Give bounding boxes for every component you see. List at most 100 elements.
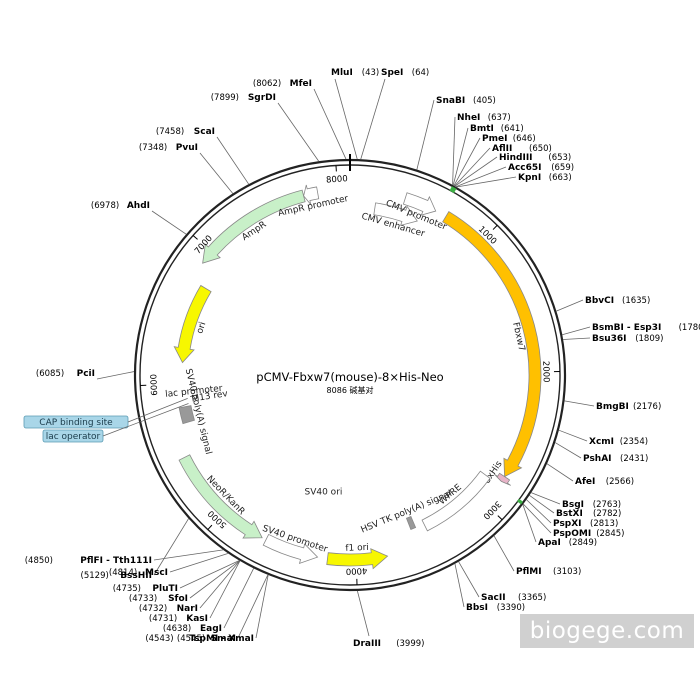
site-name: HindIII [499,153,533,163]
site-name: BbsI [466,603,488,613]
site-position: (2176) [633,402,661,412]
feature-label: ori [195,321,208,335]
site-name: EagI [200,624,222,634]
site-position: (64) [412,68,429,78]
site-leader [454,147,491,187]
restriction-sites: SnaBI(405)NheI(637)BmtI(641)PmeI(646)Afl… [25,68,700,649]
feature-f1-ori: f1 ori [326,543,389,570]
site-position: (4638) [163,624,191,634]
site-spei: SpeI (64) [360,68,429,160]
site-position: (7348) [139,143,167,153]
site-pvui: PvuI (7348) [139,143,234,194]
site-position: (2354) [620,437,648,447]
site-leader [556,299,584,312]
callout-leader [102,403,189,437]
site-sgrdi: SgrDI(7899) [211,93,320,162]
site-leader [199,152,234,194]
site-name: SnaBI [436,96,465,106]
site-aflii: AflII (650) [454,144,552,187]
tick-mark [492,224,498,230]
site-leader [153,549,224,561]
site-position: (3103) [553,567,581,577]
site-draiii: DraIII(3999) [353,590,424,649]
site-position: (8062) [253,79,281,89]
site-name: SpeI [381,68,403,78]
feature-shape [202,189,306,264]
site-acc65i: Acc65I(659) [455,163,574,188]
site-bsgi: BsgI (2763) [530,492,621,510]
site-position: (2763) [593,500,621,510]
site-name: SgrDI [248,93,276,103]
site-position: (1809) [635,334,663,344]
site-leader [564,400,595,407]
site-mlui: MluI(43) [331,68,379,160]
site-name: AhdI [127,201,150,211]
tick-mark [192,235,198,240]
feature-sv40-poly-a-signal: SV40 poly(A) signal [178,368,213,456]
site-leader [189,560,240,599]
site-leader [179,560,240,589]
site-name: BssHII [120,571,152,581]
site-name: PflFI - Tth111I [80,556,152,566]
site-position: (4814) [109,568,137,578]
callouts: CAP binding site lac operator [23,398,189,443]
site-position: (405) [473,96,496,106]
site-position: (650) [529,144,552,154]
site-position: (2431) [620,454,648,464]
site-pshai: PshAI(2431) [554,442,648,464]
site-leader [529,495,555,514]
site-leader [223,568,255,629]
site-afei: AfeI(2566) [546,463,634,487]
site-name: BsgI [562,500,584,510]
site-hindiii: HindIII(653) [454,153,571,187]
site-position: (4733) [129,594,157,604]
feature-shape [326,548,389,570]
site-kasi: KasI(4731) [149,560,241,624]
site-position: (2813) [590,519,618,529]
feature-sv40-promoter: SV40 promoter [261,524,329,564]
site-name: MluI [331,68,353,78]
site-leader [151,210,187,235]
site-bsu36i: Bsu36I(1809) [563,334,663,344]
site-leader [216,136,250,185]
site-name: AflII [492,144,512,154]
site-position: (4735) [113,584,141,594]
site-leader [237,574,269,639]
site-name: NheI [457,113,480,123]
site-name: BbvCI [585,296,614,306]
site-name: NarI [177,604,198,614]
site-name: KasI [186,614,208,624]
callout-label: lac operator [46,432,101,442]
site-name: AfeI [575,477,595,487]
site-leader [454,563,465,608]
tick-label: 6000 [149,374,160,396]
site-name: SacII [481,593,506,603]
site-leader [96,371,135,380]
site-name: PvuI [176,143,198,153]
site-leader [522,503,552,534]
site-name: SfoI [168,594,188,604]
site-name: XcmI [589,437,614,447]
site-nhei: NheI(637) [452,113,511,185]
map-subtitle: 8086 碱基对 [327,385,374,395]
site-leader [522,504,537,543]
callout-cap-binding-site: CAP binding site [23,398,188,429]
site-mfei: MfeI (8062) [253,79,347,160]
site-name: PluTI [152,584,178,594]
site-leader [255,574,269,639]
mcs-segment [449,186,457,194]
site-position: (1635) [622,296,650,306]
site-tspmi-xmai: TspMI - XmaI(4543) [145,574,269,644]
site-leader [169,553,229,573]
site-position: (4545) [177,634,205,644]
callout-label: CAP binding site [39,418,113,428]
site-leader [452,127,469,186]
site-pmei: PmeI(646) [453,134,536,186]
site-leader [562,326,591,336]
site-bsmbi-esp3i: BsmBI - Esp3I(1780) [562,323,700,336]
site-msci: MscI(4814) [109,553,229,578]
site-position: (3999) [396,639,424,649]
feature-shape [421,470,491,532]
site-name: MfeI [290,79,312,89]
